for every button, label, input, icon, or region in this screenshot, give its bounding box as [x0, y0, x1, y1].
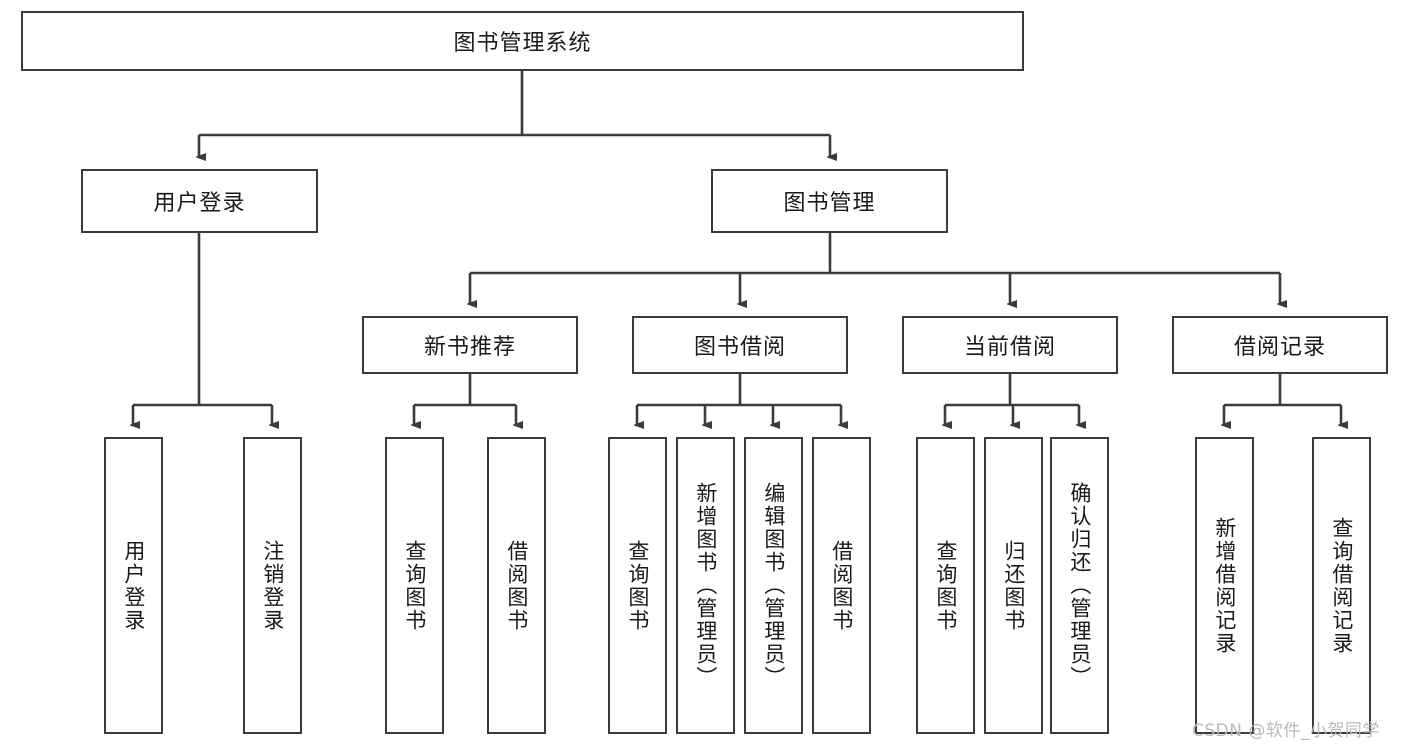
leaf-rec-borrow-label: 借阅图书 — [504, 539, 529, 632]
leaf-current-return[interactable]: 归还图书 — [984, 437, 1043, 734]
node-user-login[interactable]: 用户登录 — [81, 169, 318, 233]
leaf-rec-query-label: 查询图书 — [402, 539, 427, 632]
leaf-borrow-query-label: 查询图书 — [625, 539, 650, 632]
node-book-manage[interactable]: 图书管理 — [711, 169, 948, 233]
leaf-user-logout-label: 注销登录 — [260, 539, 285, 632]
node-book-borrow[interactable]: 图书借阅 — [632, 316, 848, 374]
leaf-borrow-edit[interactable]: 编辑图书（管理员） — [744, 437, 803, 734]
node-new-book-rec[interactable]: 新书推荐 — [362, 316, 578, 374]
node-current-borrow[interactable]: 当前借阅 — [902, 316, 1118, 374]
leaf-rec-query[interactable]: 查询图书 — [385, 437, 444, 734]
leaf-current-return-label: 归还图书 — [1001, 539, 1026, 632]
node-book-borrow-label: 图书借阅 — [693, 335, 786, 360]
node-current-borrow-label: 当前借阅 — [963, 335, 1056, 360]
leaf-record-add[interactable]: 新增借阅记录 — [1195, 437, 1254, 734]
leaf-user-login[interactable]: 用户登录 — [104, 437, 163, 734]
watermark: CSDN @软件_小贺同学 — [1192, 721, 1380, 741]
leaf-borrow-edit-label: 编辑图书（管理员） — [761, 482, 786, 689]
node-borrow-record-label: 借阅记录 — [1233, 335, 1326, 360]
leaf-current-query[interactable]: 查询图书 — [916, 437, 975, 734]
leaf-record-query-label: 查询借阅记录 — [1329, 516, 1354, 655]
node-book-manage-label: 图书管理 — [783, 191, 876, 216]
leaf-borrow-add[interactable]: 新增图书（管理员） — [676, 437, 735, 734]
node-borrow-record[interactable]: 借阅记录 — [1172, 316, 1388, 374]
leaf-borrow-query[interactable]: 查询图书 — [608, 437, 667, 734]
leaf-current-confirm-label: 确认归还（管理员） — [1067, 482, 1092, 689]
leaf-rec-borrow[interactable]: 借阅图书 — [487, 437, 546, 734]
leaf-current-confirm[interactable]: 确认归还（管理员） — [1050, 437, 1109, 734]
leaf-user-logout[interactable]: 注销登录 — [243, 437, 302, 734]
node-root[interactable]: 图书管理系统 — [21, 11, 1024, 71]
leaf-record-add-label: 新增借阅记录 — [1212, 516, 1237, 655]
leaf-borrow-add-label: 新增图书（管理员） — [693, 482, 718, 689]
leaf-user-login-label: 用户登录 — [121, 539, 146, 632]
leaf-borrow-do-label: 借阅图书 — [829, 539, 854, 632]
node-new-book-rec-label: 新书推荐 — [423, 335, 516, 360]
leaf-record-query[interactable]: 查询借阅记录 — [1312, 437, 1371, 734]
node-root-label: 图书管理系统 — [453, 31, 592, 56]
leaf-borrow-do[interactable]: 借阅图书 — [812, 437, 871, 734]
leaf-current-query-label: 查询图书 — [933, 539, 958, 632]
node-user-login-label: 用户登录 — [153, 191, 246, 216]
